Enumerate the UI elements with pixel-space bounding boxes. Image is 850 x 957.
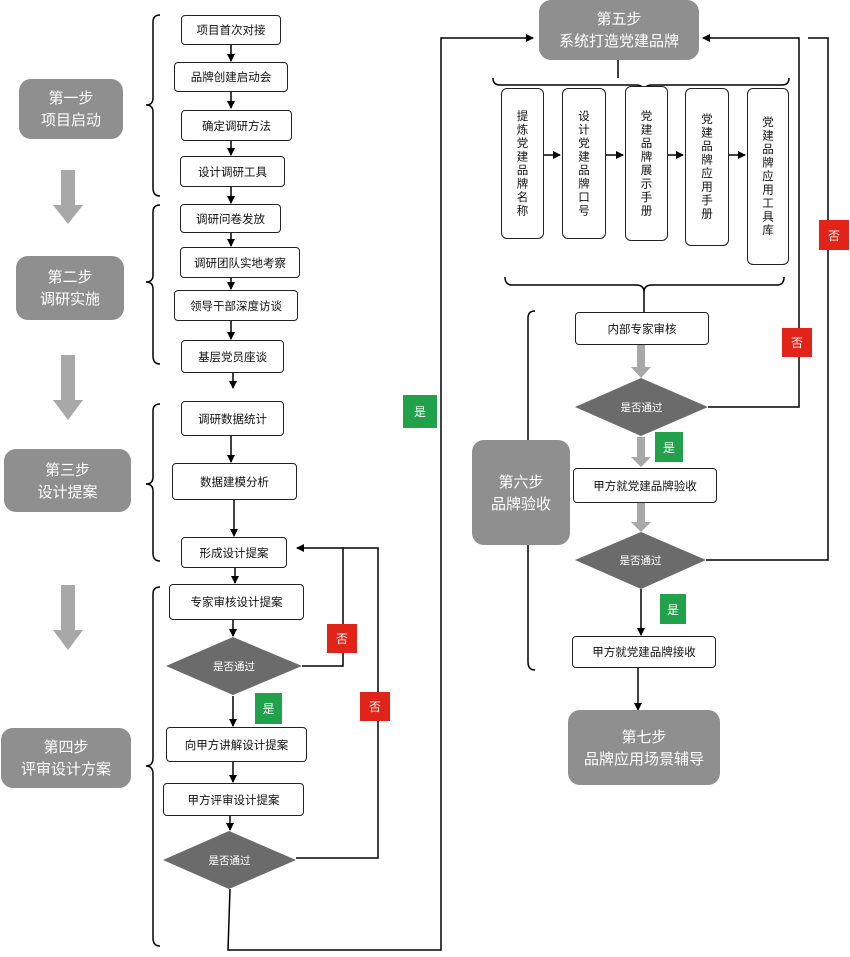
vertical-box-label: 提炼党建品牌名称 [515, 109, 530, 218]
step-four-block: 第四步 评审设计方案 [1, 728, 131, 788]
decision-diamond-3 [575, 378, 708, 436]
step-two-title: 调研实施 [39, 290, 100, 308]
process-box: 数据建模分析 [172, 463, 297, 500]
process-box: 品牌创建启动会 [174, 62, 288, 92]
step-five-number: 第五步 [596, 10, 642, 28]
step-four-title: 评审设计方案 [20, 760, 111, 778]
vertical-box: 党建品牌应用手册 [685, 88, 729, 246]
step-arrows [53, 170, 651, 650]
vertical-box-label: 党建品牌应用工具库 [761, 115, 775, 238]
decision-label: 是否通过 [208, 854, 251, 867]
step-six-number: 第六步 [498, 472, 544, 491]
vertical-box: 党建品牌应用工具库 [747, 88, 789, 265]
process-box: 项目首次对接 [181, 15, 281, 45]
step-one-block: 第一步 项目启动 [19, 79, 123, 139]
decision-label: 是否通过 [213, 660, 255, 673]
process-box: 甲方就党建品牌验收 [573, 468, 717, 503]
step-five-title: 系统打造党建品牌 [558, 32, 679, 50]
step-five-block: 第五步 系统打造党建品牌 [539, 0, 699, 60]
step-one-title: 项目启动 [40, 111, 101, 129]
step-six-block: 第六步 品牌验收 [472, 440, 570, 545]
process-box: 确定调研方法 [181, 110, 292, 141]
vertical-box-label: 党建品牌展示手册 [639, 109, 654, 218]
decision-label: 是否通过 [619, 554, 662, 567]
yes-tag: 是 [255, 693, 282, 724]
no-tag: 否 [360, 692, 390, 721]
step-seven-title: 品牌应用场景辅导 [583, 749, 704, 768]
no-tag: 否 [327, 624, 357, 653]
process-box: 甲方就党建品牌接收 [572, 636, 716, 668]
process-box: 调研团队实地考察 [180, 247, 300, 278]
process-box: 甲方评审设计提案 [163, 783, 304, 816]
step-six-title: 品牌验收 [490, 494, 551, 513]
yes-tag: 是 [655, 432, 683, 462]
step-three-block: 第三步 设计提案 [4, 449, 131, 512]
step-four-number: 第四步 [43, 738, 89, 756]
vertical-box: 设计党建品牌口号 [562, 88, 606, 239]
process-box: 调研问卷发放 [180, 204, 281, 233]
vertical-box-label: 党建品牌应用手册 [700, 113, 714, 221]
no-tag: 否 [782, 328, 812, 357]
no-tag: 否 [819, 220, 849, 250]
yes-tag: 是 [403, 395, 437, 428]
process-box: 形成设计提案 [181, 537, 287, 568]
process-box: 内部专家审核 [575, 312, 709, 345]
step-three-number: 第三步 [44, 460, 90, 479]
decision-diamond-4 [575, 532, 706, 589]
process-box: 基层党员座谈 [181, 340, 284, 373]
step-seven-number: 第七步 [621, 727, 667, 746]
decision-label: 是否通过 [620, 401, 663, 414]
decision-diamond-2 [163, 831, 296, 889]
step-one-number: 第一步 [48, 89, 94, 107]
step-two-block: 第二步 调研实施 [16, 256, 124, 320]
vertical-box: 提炼党建品牌名称 [501, 88, 544, 239]
process-box: 向甲方讲解设计提案 [166, 727, 307, 762]
process-box: 设计调研工具 [180, 156, 285, 187]
yes-tag: 是 [660, 594, 686, 624]
step-three-title: 设计提案 [37, 482, 98, 501]
step-two-number: 第二步 [47, 268, 93, 286]
decision-diamond-1 [166, 637, 302, 695]
vertical-box-label: 设计党建品牌口号 [577, 109, 591, 218]
step-seven-block: 第七步 品牌应用场景辅导 [568, 710, 720, 785]
vertical-box: 党建品牌展示手册 [625, 86, 668, 241]
process-box: 调研数据统计 [181, 401, 284, 436]
process-box: 专家审核设计提案 [169, 584, 304, 620]
process-box: 领导干部深度访谈 [174, 290, 298, 321]
